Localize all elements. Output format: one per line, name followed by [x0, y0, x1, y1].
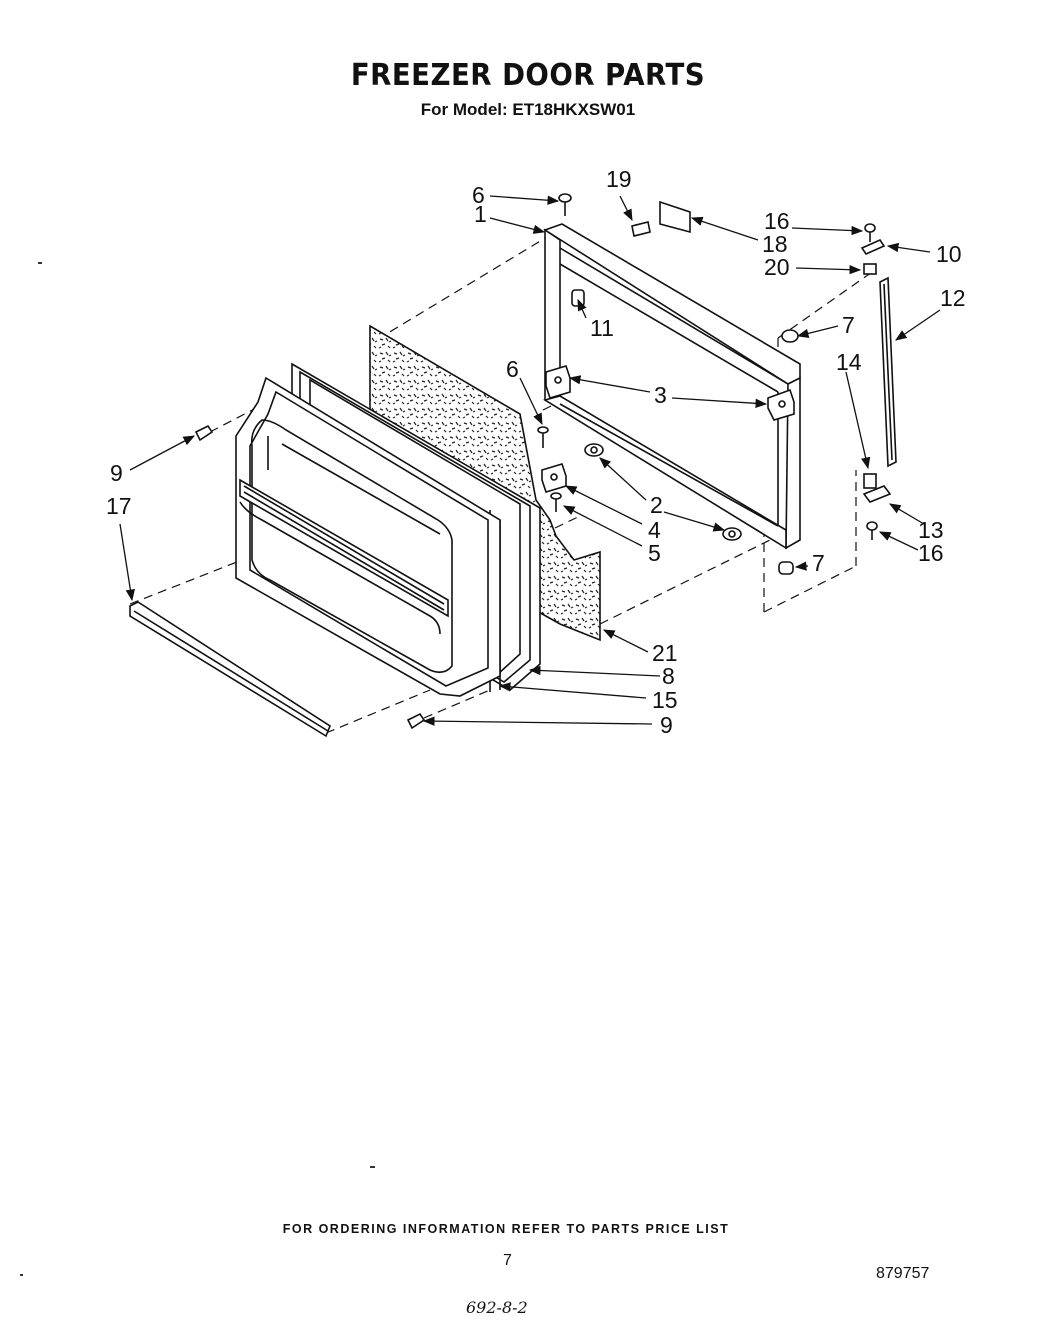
screw-6-top [558, 193, 572, 216]
callout-7b: 7 [812, 550, 825, 576]
callout-6a: 6 [472, 182, 485, 208]
bushing-7-lower [778, 561, 794, 575]
callout-16b: 16 [918, 540, 944, 566]
callout-5: 5 [648, 540, 661, 566]
bracket-14 [863, 473, 877, 489]
page-number: 7 [503, 1252, 512, 1269]
callout-19: 19 [606, 166, 632, 192]
callout-1: 1 [474, 201, 487, 227]
callout-8: 8 [662, 663, 675, 689]
screw-6-side [537, 426, 549, 448]
screw-9-lower [406, 712, 426, 730]
handwritten-note: 692-8-2 [466, 1298, 528, 1317]
callout-21: 21 [652, 640, 678, 666]
screw-5 [550, 492, 562, 512]
screw-16-top [864, 223, 876, 242]
callout-9a: 9 [110, 460, 123, 486]
door-stop-lower [722, 527, 742, 541]
callout-6b: 6 [506, 356, 519, 382]
callout-4: 4 [648, 517, 661, 543]
callout-12: 12 [940, 285, 966, 311]
callout-11: 11 [590, 315, 614, 341]
model-subtitle: For Model: ET18HKXSW01 [420, 100, 636, 119]
label-19 [631, 221, 651, 237]
handle-cap-13 [862, 485, 892, 503]
callout-17: 17 [106, 493, 132, 519]
scan-specks [20, 262, 375, 1276]
door-handle [879, 276, 897, 468]
bushing-7-upper [781, 329, 799, 343]
leader-lines [119, 195, 941, 726]
hinge-upper-left [545, 365, 571, 399]
callout-3: 3 [654, 382, 667, 408]
callout-7a: 7 [842, 312, 855, 338]
spacer-20 [863, 263, 877, 275]
callout-15: 15 [652, 687, 678, 713]
callout-16a: 16 [764, 208, 790, 234]
door-frame [542, 223, 801, 550]
plug-11 [571, 289, 585, 307]
panel-18 [659, 200, 691, 234]
callout-labels: 6 1 19 18 16 10 20 12 11 7 14 6 3 9 17 2… [106, 166, 966, 738]
door-trim-strip [129, 601, 331, 738]
screw-16-bottom [866, 521, 878, 540]
handle-cap-10 [860, 238, 886, 256]
hinge-upper-right [767, 388, 795, 421]
document-part-number: 879757 [876, 1265, 930, 1282]
callout-9b: 9 [660, 712, 673, 738]
hinge-lower-left [541, 463, 567, 493]
ordering-note: FOR ORDERING INFORMATION REFER TO PARTS … [282, 1222, 730, 1236]
page-title: FREEZER DOOR PARTS [350, 58, 706, 93]
door-stop-upper [584, 443, 604, 457]
callout-20: 20 [764, 254, 790, 280]
callout-2: 2 [650, 492, 663, 518]
callout-14: 14 [836, 349, 862, 375]
callout-13: 13 [918, 517, 944, 543]
screw-9-upper [194, 424, 214, 442]
door-liner [235, 376, 501, 697]
callout-18: 18 [762, 231, 788, 257]
callout-10: 10 [936, 241, 962, 267]
